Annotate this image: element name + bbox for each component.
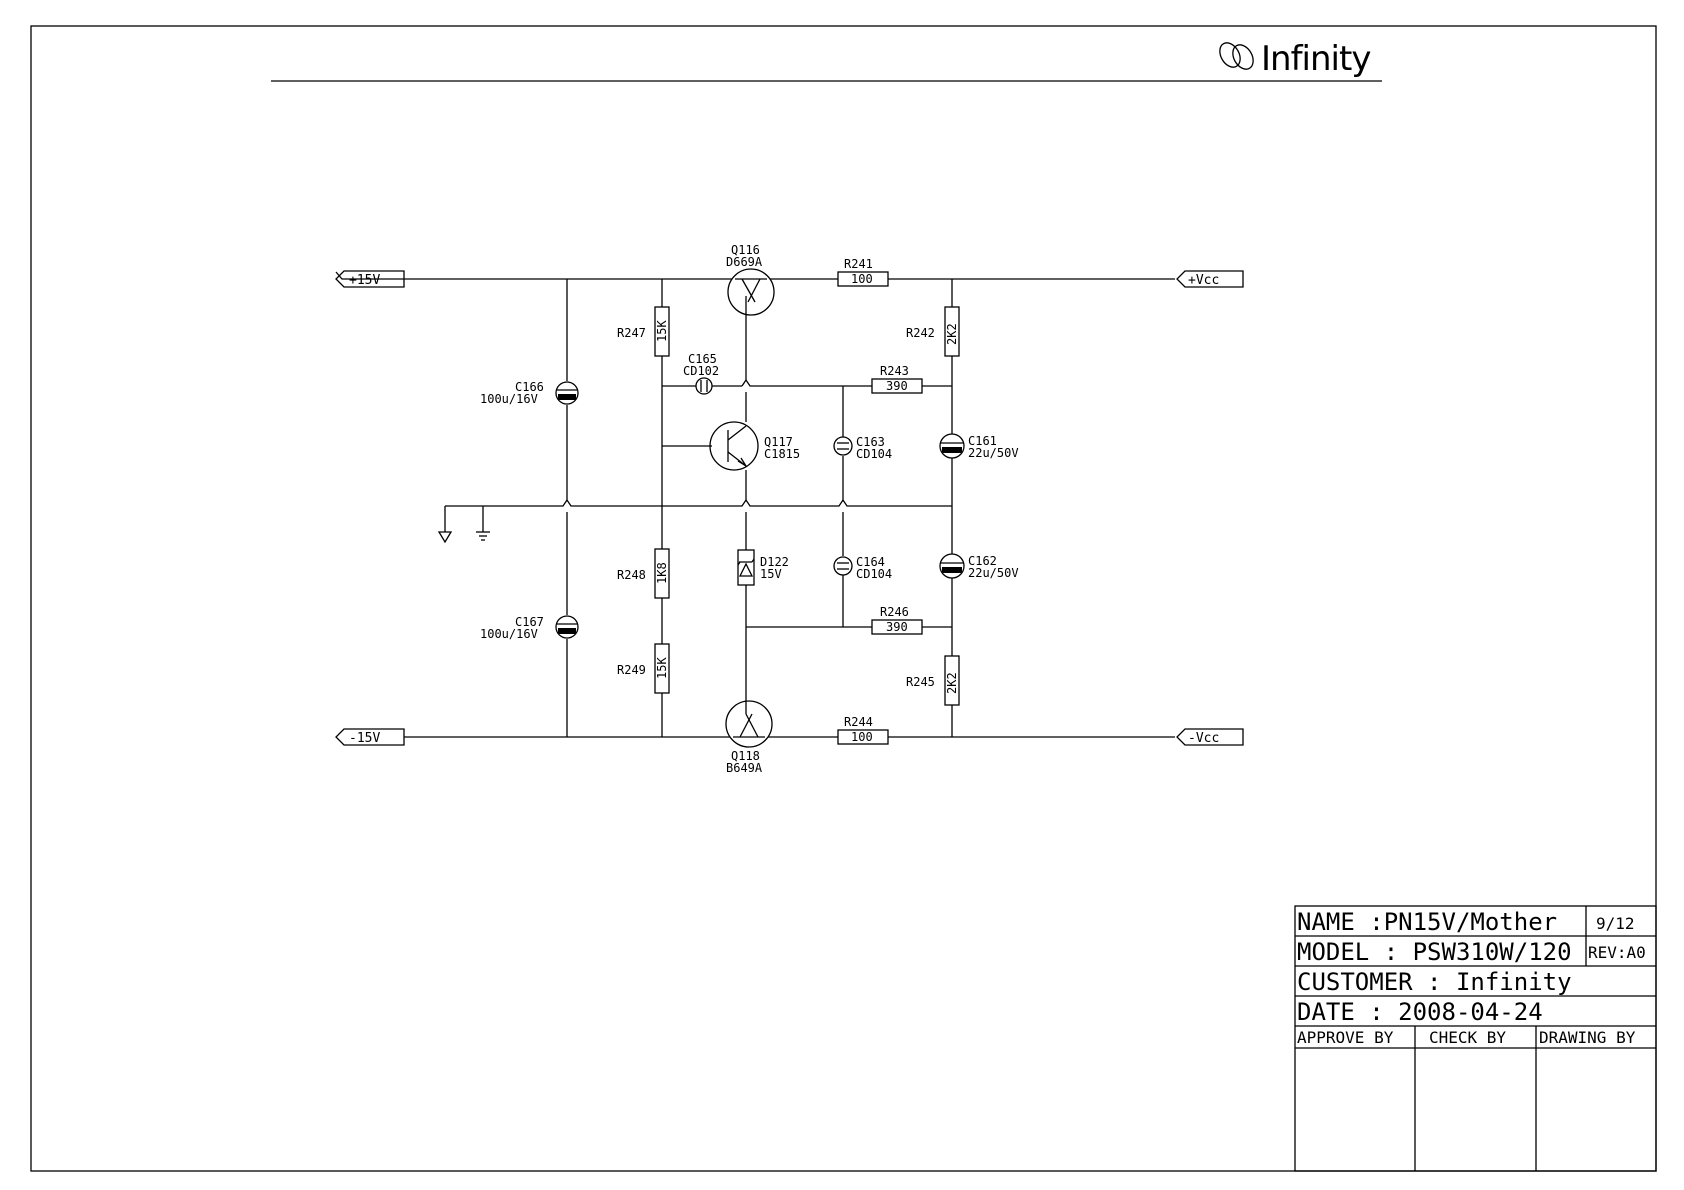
component-value: 100 <box>851 730 873 744</box>
resistor-r244: R244 100 <box>837 715 889 745</box>
component-value: D669A <box>726 255 763 269</box>
component-ref: D122 <box>760 555 789 569</box>
component-ref: R248 <box>617 568 646 582</box>
zener-diode-d122: D122 15V <box>737 549 789 586</box>
component-value: 390 <box>886 379 908 393</box>
title-name: NAME :PN15V/Mother <box>1297 908 1557 936</box>
title-rev: REV:A0 <box>1588 943 1646 962</box>
transistor-q116: Q116 D669A <box>726 243 775 316</box>
component-value: 390 <box>886 620 908 634</box>
title-date: DATE : 2008-04-24 <box>1297 998 1543 1026</box>
component-ref: R245 <box>906 675 935 689</box>
resistor-r242: 2K2 R242 <box>906 306 960 357</box>
capacitor-c161: C161 22u/50V <box>939 433 1019 460</box>
port-nvcc: -Vcc <box>1176 728 1244 746</box>
component-value: 22u/50V <box>968 566 1019 580</box>
wires <box>404 278 1175 738</box>
component-value: 22u/50V <box>968 446 1019 460</box>
component-ref: C163 <box>856 435 885 449</box>
resistor-r248: 1K8 R248 <box>617 548 670 599</box>
component-ref: Q117 <box>764 435 793 449</box>
component-ref: R241 <box>844 257 873 271</box>
capacitor-c165: C165 CD102 <box>683 352 719 395</box>
component-value: B649A <box>726 761 763 775</box>
component-value: 15K <box>655 657 669 679</box>
capacitor-c166: C166 100u/16V <box>480 380 579 406</box>
capacitor-c162: C162 22u/50V <box>939 553 1019 580</box>
infinity-logo-mark-icon <box>1219 42 1254 70</box>
component-ref: C162 <box>968 554 997 568</box>
sheet-border <box>30 25 1657 1172</box>
capacitor-c167: C167 100u/16V <box>480 615 579 641</box>
title-model: MODEL : PSW310W/120 <box>1297 938 1572 966</box>
component-ref: R243 <box>880 364 909 378</box>
component-ref: C166 <box>515 380 544 394</box>
resistor-r243: R243 390 <box>871 364 923 394</box>
infinity-logo: Infinity <box>1219 39 1372 79</box>
port-label: +Vcc <box>1188 273 1219 288</box>
component-value: 1K8 <box>655 562 669 584</box>
component-ref: C161 <box>968 434 997 448</box>
title-check-by: CHECK BY <box>1429 1028 1506 1047</box>
transistor-q117: Q117 C1815 <box>709 421 800 471</box>
transistor-q118: Q118 B649A <box>725 696 773 775</box>
port-p15: +15V <box>335 270 405 288</box>
component-ref: R249 <box>617 663 646 677</box>
component-ref: Q116 <box>731 243 760 257</box>
component-ref: C165 <box>688 352 717 366</box>
component-value: 15V <box>760 567 782 581</box>
component-value: 2K2 <box>945 323 959 345</box>
ground-symbol-icon <box>437 531 453 544</box>
component-value: CD104 <box>856 567 892 581</box>
resistor-r245: 2K2 R245 <box>906 655 960 706</box>
component-value: 15K <box>655 320 669 342</box>
component-value: CD102 <box>683 364 719 378</box>
title-customer: CUSTOMER : Infinity <box>1297 968 1572 996</box>
component-ref: C164 <box>856 555 885 569</box>
component-ref: R247 <box>617 326 646 340</box>
title-approve-by: APPROVE BY <box>1297 1028 1394 1047</box>
resistor-r241: R241 100 <box>837 257 889 287</box>
component-value: 100 <box>851 272 873 286</box>
port-label: +15V <box>349 273 380 288</box>
component-ref: C167 <box>515 615 544 629</box>
earth-ground-icon <box>476 531 490 541</box>
port-label: -15V <box>349 731 380 746</box>
component-ref: R242 <box>906 326 935 340</box>
component-ref: R246 <box>880 605 909 619</box>
resistor-r247: 15K R247 <box>617 306 670 357</box>
component-ref: Q118 <box>731 749 760 763</box>
component-value: C1815 <box>764 447 800 461</box>
resistor-r249: 15K R249 <box>617 643 670 694</box>
title-sheet: 9/12 <box>1596 914 1635 933</box>
title-drawing-by: DRAWING BY <box>1539 1028 1636 1047</box>
port-pvcc: +Vcc <box>1176 270 1244 288</box>
component-ref: R244 <box>844 715 873 729</box>
capacitor-c164: C164 CD104 <box>833 555 892 581</box>
brand-name: Infinity <box>1261 39 1371 79</box>
resistor-r246: R246 390 <box>871 605 923 635</box>
capacitor-c163: C163 CD104 <box>833 435 892 461</box>
title-block: NAME :PN15V/Mother 9/12 MODEL : PSW310W/… <box>1294 905 1657 1172</box>
component-value: 2K2 <box>945 672 959 694</box>
component-value: 100u/16V <box>480 392 538 406</box>
component-value: 100u/16V <box>480 627 538 641</box>
port-label: -Vcc <box>1188 731 1219 746</box>
component-value: CD104 <box>856 447 892 461</box>
port-n15: -15V <box>335 728 405 746</box>
